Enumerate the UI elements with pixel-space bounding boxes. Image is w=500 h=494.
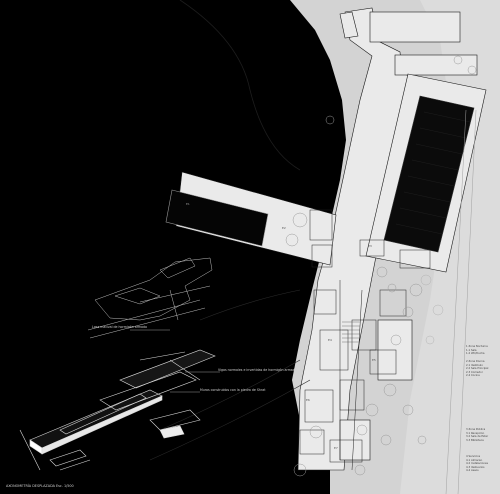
room-label: E1 (186, 202, 190, 206)
room-label: E2 (282, 226, 286, 230)
legend-item: 3.2 Sala de Estar (466, 435, 489, 439)
legend-item: 2.1 Vestíbulo (466, 363, 483, 367)
room-label: E4 (328, 338, 332, 342)
pool-west (165, 189, 269, 247)
road (445, 109, 477, 494)
legend-item: 2.3 Comedor (466, 370, 483, 374)
legend-item: 4 Servicios (466, 455, 481, 458)
legend-item: 2 Zona Diurna (466, 360, 485, 363)
pool-hatch (395, 111, 471, 235)
axonometric-solid (19, 349, 216, 471)
room-walls (299, 209, 431, 471)
trees (285, 55, 477, 477)
terrain-contour (179, 0, 301, 171)
annotation-losa: Losa macizal de hormigón armado (92, 325, 147, 329)
trees-east (420, 274, 444, 345)
legend-item: 3.3 Biblioteca (466, 438, 484, 442)
legend-item: 4.4 Aseos (466, 469, 479, 473)
legend-item: 1.2 WC/Ducha (466, 352, 485, 356)
legend-item: 1 Zona Nocturna (466, 345, 488, 348)
contour-lines (149, 289, 311, 461)
legend-item: 2.2 Sala Principal (466, 367, 489, 371)
legend-item: 4.1 Almacén (466, 458, 483, 462)
axonometric-wireframe (87, 257, 213, 339)
legend-item: 4.2 Instalaciones (466, 462, 488, 466)
legend-block-1: 1 Zona Nocturna 1.1 Sala 1.2 WC/Ducha (466, 345, 498, 356)
legend-item: 3.1 Recepción (466, 431, 485, 435)
legend-block-3: 3 Zona Pública 3.1 Recepción 3.2 Sala de… (466, 428, 498, 442)
legend-item: 4.3 Vestuarios (466, 465, 485, 469)
annotation-muros: Muros construidos con la piedra de Shrat (200, 388, 266, 392)
annotation-axonometria: AXONOMETRÍA DESPLAZADA Esc. 1/500 (6, 484, 74, 488)
legend-item: 3 Zona Pública (466, 428, 486, 431)
room-label: E3 (368, 244, 372, 248)
legend-item: 2.4 Cocina (466, 374, 480, 378)
legend-block-4: 4 Servicios 4.1 Almacén 4.2 Instalacione… (466, 455, 498, 473)
stairs (342, 321, 360, 343)
room-label: E6 (306, 398, 310, 402)
room-label: E7 (334, 446, 338, 450)
legend-item: 1.1 Sala (466, 348, 477, 352)
annotation-vigas: Vigas normales e invertidas de hormigón … (218, 368, 297, 372)
callout-leaders (130, 329, 220, 393)
legend-block-2: 2 Zona Diurna 2.1 Vestíbulo 2.2 Sala Pri… (466, 360, 498, 378)
room-label: E5 (372, 358, 376, 362)
